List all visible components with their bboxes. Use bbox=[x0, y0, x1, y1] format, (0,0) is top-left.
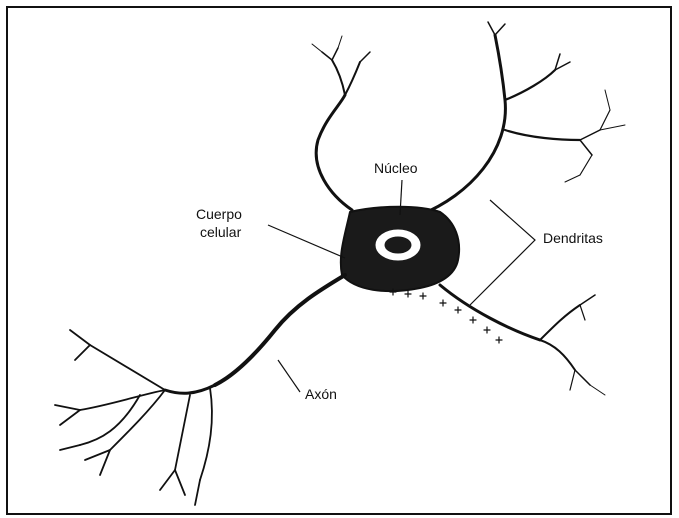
axon-label: Axón bbox=[305, 386, 337, 402]
dendrite-upper-left bbox=[312, 36, 370, 210]
axon-terminals bbox=[55, 330, 212, 505]
cell-body-label-line2: celular bbox=[200, 224, 241, 240]
cell-body-label-line1: Cuerpo bbox=[196, 206, 242, 222]
nucleus-label: Núcleo bbox=[374, 160, 418, 176]
dendrite-upper-right bbox=[420, 22, 625, 215]
nucleus-center bbox=[385, 237, 411, 253]
dendrite-lower-right bbox=[440, 285, 605, 395]
dendrites-leader-line bbox=[470, 200, 535, 305]
cell-body-soma bbox=[341, 207, 459, 291]
cell-body-leader-line bbox=[268, 225, 345, 258]
dendrites-label: Dendritas bbox=[543, 230, 603, 246]
axon-leader-line bbox=[278, 360, 300, 392]
neuron-illustration bbox=[55, 22, 625, 505]
axon bbox=[165, 275, 345, 393]
